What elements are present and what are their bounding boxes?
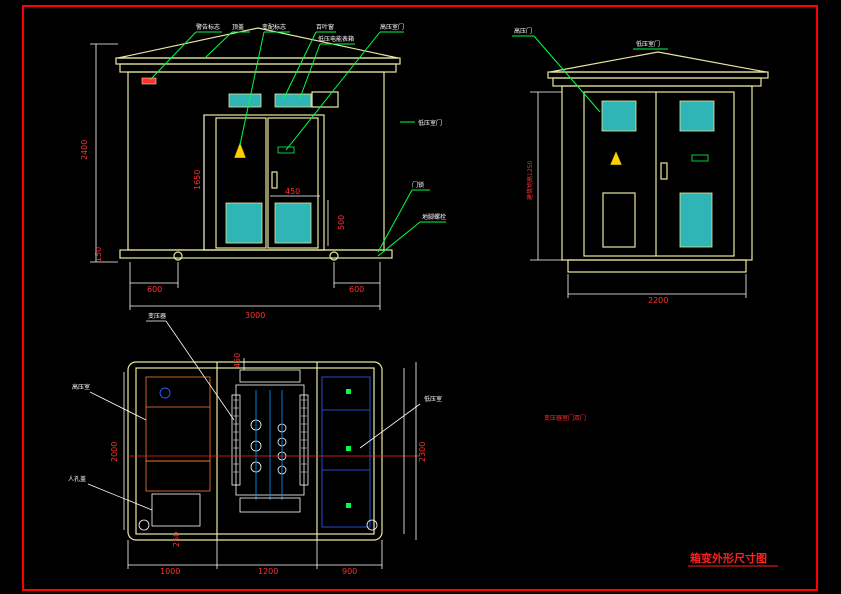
lv-room — [321, 376, 378, 531]
anchor-bolt-right — [329, 251, 339, 261]
dim-plan-depth-outer: 2300 — [418, 442, 427, 462]
hv-room — [138, 376, 211, 531]
label-manhole: 人孔盖 — [68, 475, 86, 483]
label-hv-door: 高压室门 — [380, 23, 404, 31]
side-body — [561, 85, 753, 261]
side-leaders — [512, 35, 668, 113]
label-transformer: 变压器 — [148, 312, 166, 320]
warning-sign — [141, 77, 157, 85]
dim-height-total: 2400 — [80, 140, 89, 160]
front-roof — [117, 27, 399, 59]
front-bottom-louver-right — [274, 202, 312, 244]
dim-plan-corner: 250 — [172, 532, 181, 547]
front-door-left — [215, 117, 267, 249]
dim-plan-depth: 2000 — [110, 442, 119, 462]
label-side-hv-door: 高压门 — [514, 27, 532, 35]
side-dimensions — [530, 91, 747, 298]
dim-right-offset: 600 — [349, 285, 364, 294]
label-roof: 顶盖 — [232, 23, 244, 31]
side-louver-br — [679, 192, 713, 248]
label-lv-door: 低压室门 — [418, 119, 442, 127]
side-roof — [549, 51, 767, 73]
side-louver-tr — [679, 100, 715, 132]
front-door-right — [267, 117, 319, 249]
side-label-plate — [691, 154, 709, 162]
dim-door-width: 450 — [285, 187, 300, 196]
label-lv-room: 低压室 — [424, 395, 442, 403]
dim-plan-right: 900 — [342, 567, 357, 576]
dim-side-height: 建筑物高1250 — [526, 161, 534, 200]
side-louver-tl — [601, 100, 637, 132]
side-lock — [660, 162, 668, 180]
front-bottom-louver-left — [225, 202, 263, 244]
label-anchor-bolt: 地脚螺栓 — [422, 213, 446, 221]
label-door-lock: 门锁 — [412, 181, 424, 189]
side-view: 高压门 低压室门 建筑物高1250 2200 — [512, 27, 769, 305]
front-base — [119, 249, 393, 259]
side-roof-eave — [547, 71, 769, 79]
side-base — [567, 259, 747, 273]
dim-left-offset: 600 — [147, 285, 162, 294]
anchor-bolt-left — [173, 251, 183, 261]
label-side-lv-door: 低压室门 — [636, 40, 660, 48]
drawing-title: 箱变外形尺寸图 — [690, 551, 767, 565]
transformer-room — [130, 369, 420, 513]
meter-box — [311, 91, 339, 108]
label-hv-room: 高压室 — [72, 383, 90, 391]
label-meter-box: 低压电能表箱 — [318, 35, 354, 43]
plan-outline — [127, 361, 383, 541]
plan-inner — [135, 367, 375, 535]
hv-sign-icon — [233, 141, 247, 159]
side-hv-sign-icon — [609, 150, 623, 166]
label-transformer-sign: 变配标志 — [262, 23, 286, 31]
side-panel-bl — [602, 192, 636, 248]
plan-note: 变压器室门双门 — [544, 414, 586, 422]
drawing-border — [22, 5, 818, 591]
plan-view: 变压器 高压室 低压室 人孔盖 变压器室门双门 2000 2300 450 25… — [68, 312, 586, 576]
front-leaders — [149, 31, 446, 257]
dim-plan-top: 450 — [233, 353, 242, 368]
plan-leaders — [87, 320, 421, 511]
dim-side-width: 2200 — [648, 296, 668, 305]
front-view: 2400 1650 150 450 500 600 600 3000 警告标志 … — [80, 23, 446, 320]
door-lock — [271, 171, 278, 189]
side-roof-fascia — [552, 77, 762, 87]
door-label-plate — [277, 146, 295, 154]
side-door-frame — [583, 91, 735, 257]
dim-door-height: 1650 — [193, 170, 202, 190]
dim-base: 150 — [94, 247, 103, 262]
plan-dimensions — [123, 358, 417, 569]
front-top-louver-2 — [274, 93, 312, 108]
dim-vent-height: 500 — [337, 215, 346, 230]
dim-total-width: 3000 — [245, 311, 265, 320]
label-louver: 百叶窗 — [316, 23, 334, 31]
front-dimensions — [90, 43, 381, 310]
label-warning: 警告标志 — [196, 23, 220, 31]
dim-plan-mid: 1200 — [258, 567, 278, 576]
front-top-louver-1 — [228, 93, 262, 108]
dim-plan-left: 1000 — [160, 567, 180, 576]
